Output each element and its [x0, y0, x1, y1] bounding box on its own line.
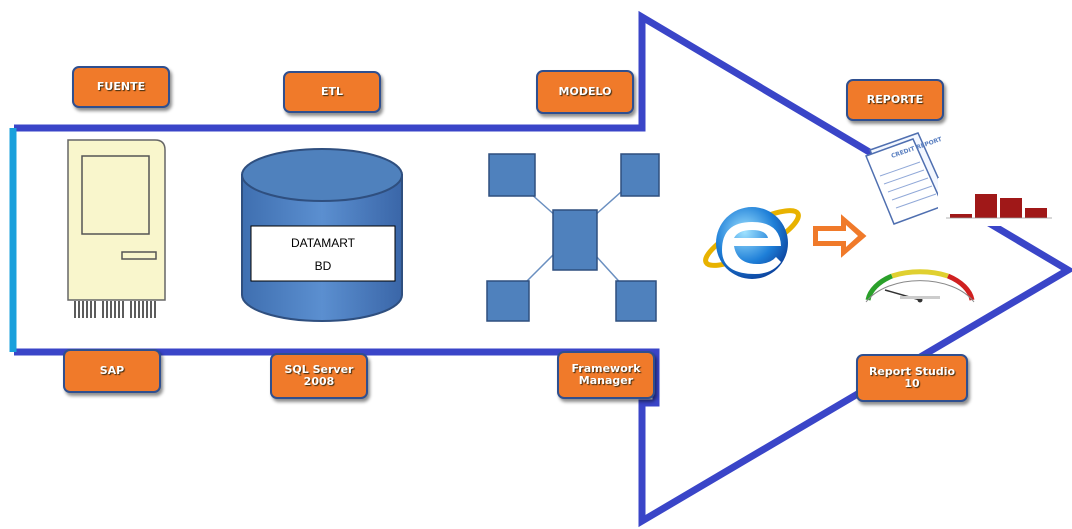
stage-label-reporte: REPORTE: [846, 79, 944, 121]
gauge-icon: [860, 262, 990, 312]
database-icon: DATAMART BD: [241, 148, 403, 322]
database-label-line2: BD: [315, 259, 332, 273]
model-node: [615, 280, 657, 322]
document-report-icon: CREDIT REPORT: [865, 132, 950, 225]
process-arrow-outline: [9, 10, 1072, 528]
model-node: [620, 153, 660, 197]
database-label-line1: DATAMART: [291, 236, 356, 250]
tool-label-report-studio: Report Studio 10: [856, 354, 968, 402]
model-node: [486, 280, 530, 322]
tool-label-framework-manager: Framework Manager: [557, 351, 655, 399]
model-node-center: [552, 209, 598, 271]
stage-label-etl: ETL: [283, 71, 381, 113]
stage-label-fuente: FUENTE: [72, 66, 170, 108]
stage-label-modelo: MODELO: [536, 70, 634, 114]
bar-chart-icon: [938, 178, 1068, 226]
tool-label-sql-server: SQL Server 2008: [270, 353, 368, 399]
server-icon: [67, 139, 166, 318]
orange-arrow-icon: [811, 209, 870, 263]
network-model-icon: [486, 153, 660, 322]
tool-label-sap: SAP: [63, 349, 161, 393]
model-node: [488, 153, 536, 197]
internet-explorer-icon: [703, 207, 801, 279]
